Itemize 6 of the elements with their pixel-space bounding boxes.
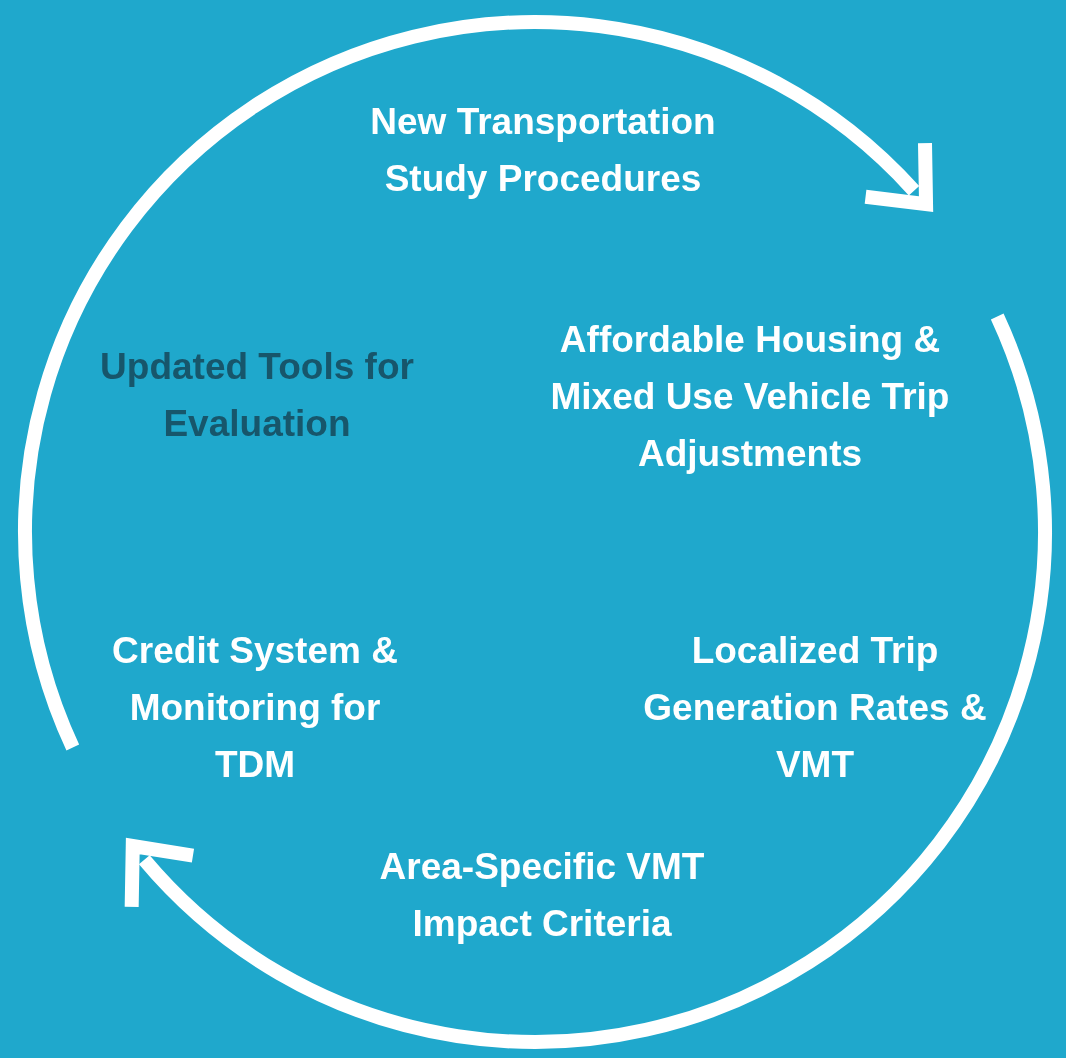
stage-label: Area-Specific VMT Impact Criteria <box>378 845 706 946</box>
stage-label: Credit System & Monitoring for TDM <box>111 628 399 787</box>
stage-label: Localized Trip Generation Rates & VMT <box>642 628 988 787</box>
title: Updated Tools for Evaluation <box>99 345 415 446</box>
stage-label: Affordable Housing & Mixed Use Vehicle Trip Adjustments <box>549 317 951 476</box>
stage-label: New Transportation Study Procedures <box>369 100 717 201</box>
